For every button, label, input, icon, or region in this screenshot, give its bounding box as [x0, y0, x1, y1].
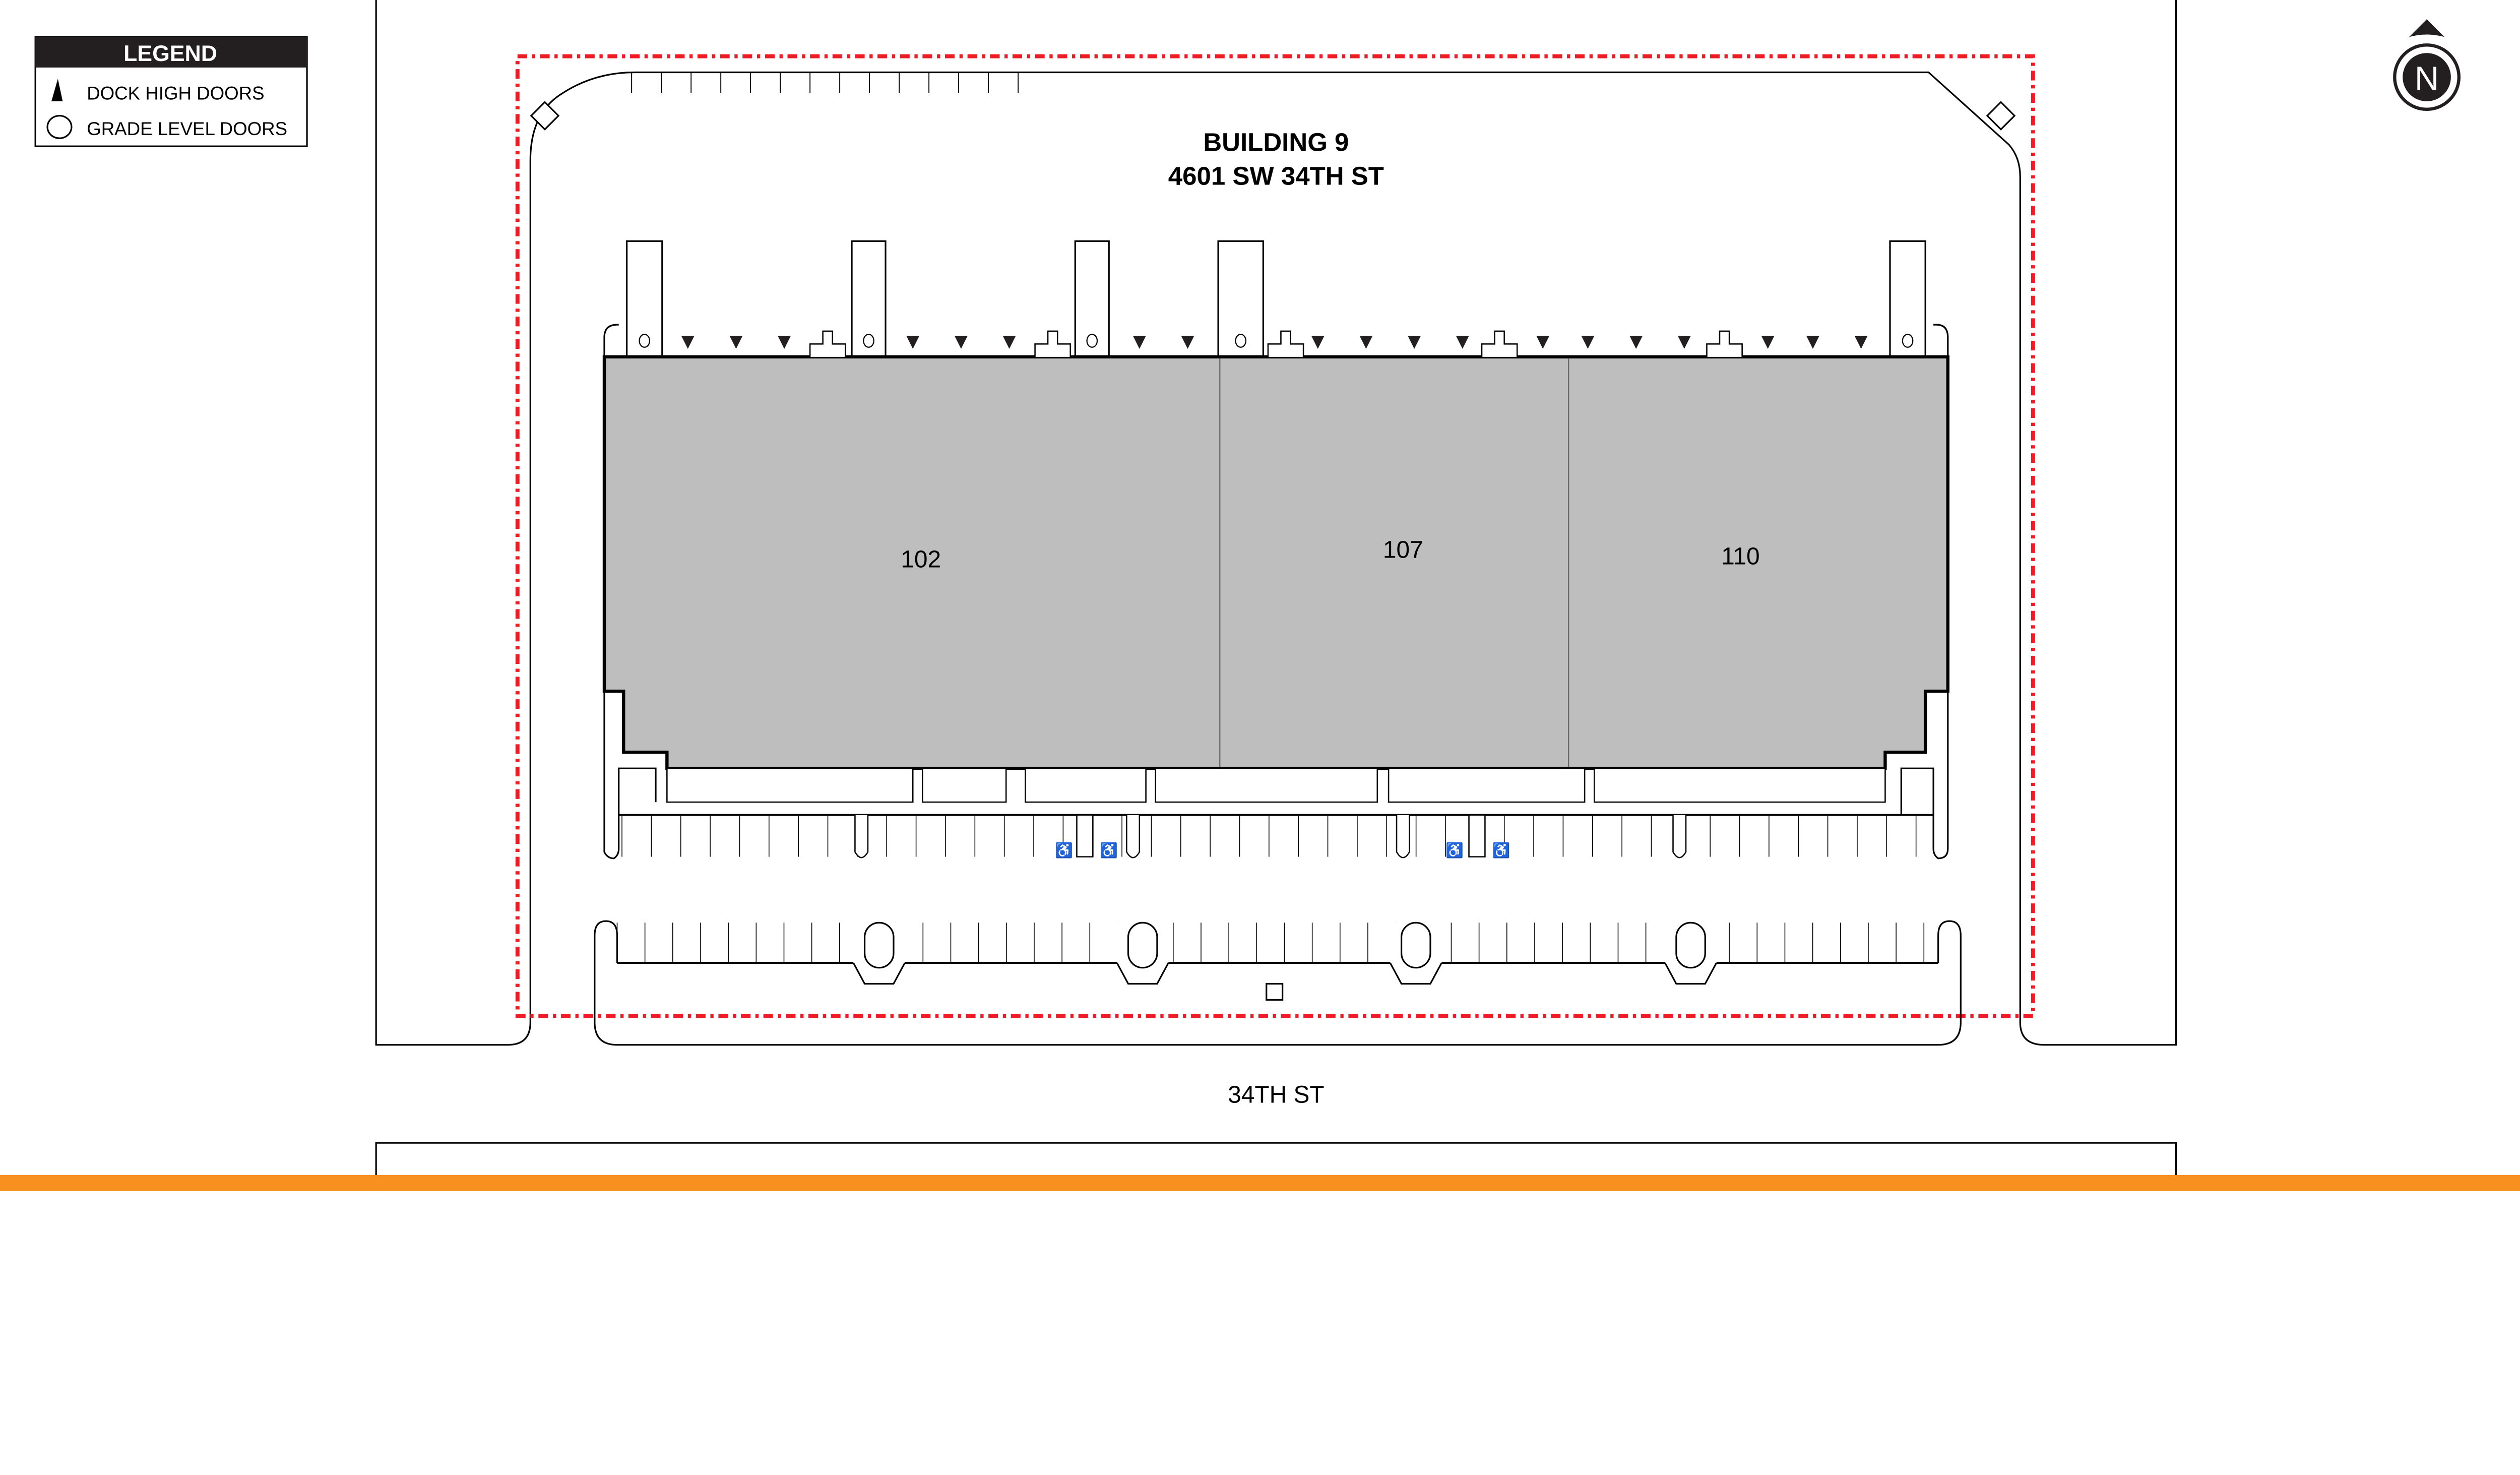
grade-level-door-icon: [639, 334, 651, 348]
parking-island: [1126, 815, 1141, 858]
building-name: BUILDING 9: [1203, 128, 1349, 157]
truck-pads: [626, 240, 1926, 358]
landscape-island-edge: [1664, 962, 1718, 985]
sidewalk: [922, 767, 1007, 803]
dock-high-door-icon: [1002, 336, 1016, 349]
dock-high-door-icon: [1761, 336, 1775, 349]
stair-icon: [1034, 330, 1072, 357]
sidewalk: [666, 767, 914, 803]
dock-high-door-icon: [1133, 336, 1146, 349]
stair-icon: [1706, 330, 1743, 357]
stair-icon: [809, 330, 846, 357]
dock-high-door-icon: [955, 336, 968, 349]
dock-high-door-icon: [778, 336, 791, 349]
sidewalks: [666, 767, 1886, 803]
dock-high-door-icon: [1456, 336, 1469, 349]
legend-label-grade-level: GRADE LEVEL DOORS: [87, 118, 287, 139]
grade-level-door-icon: [1235, 334, 1247, 348]
parking-island: [1672, 815, 1687, 858]
north-arrow[interactable]: N: [2393, 19, 2461, 111]
footer-bar: [0, 1175, 2520, 1191]
triangle-icon: [51, 79, 63, 101]
unit-107[interactable]: 107: [1383, 537, 1423, 564]
access-aisle: [1468, 814, 1486, 857]
grade-level-door-icon: [1902, 334, 1914, 348]
landscape-island-planter: [863, 921, 895, 969]
top-parking-marks: [631, 72, 1019, 93]
truck-pad: [851, 240, 887, 358]
north-arrow-icon: [2409, 19, 2445, 37]
curb-left: [603, 324, 619, 357]
site-plan: BUILDING 9 4601 SW 34TH ST 102 107 110 ♿…: [0, 0, 2520, 1191]
dock-high-door-icon: [1678, 336, 1691, 349]
north-label: N: [2415, 60, 2439, 98]
property-outline: [375, 0, 2177, 1046]
dock-high-door-icon: [1581, 336, 1595, 349]
dock-high-door-icon: [1536, 336, 1549, 349]
parking-island: [1396, 815, 1410, 858]
legend-label-dock-high: DOCK HIGH DOORS: [87, 83, 264, 104]
truck-pad: [626, 240, 663, 358]
sidewalk: [1155, 767, 1378, 803]
dock-high-door-icon: [1806, 336, 1819, 349]
curb-left-lower: [603, 691, 657, 859]
sign-marker: [530, 101, 560, 131]
adjacent-parcel: [375, 1142, 2177, 1191]
unit-110[interactable]: 110: [1721, 543, 1759, 570]
truck-pad: [1217, 240, 1264, 358]
sidewalk: [1388, 767, 1586, 803]
landscape-island-edge: [1116, 962, 1169, 985]
legend: LEGEND DOCK HIGH DOORS GRADE LEVEL DOORS: [34, 36, 308, 147]
site-boundary: [515, 54, 2035, 1018]
landscape-island-edge: [852, 962, 906, 985]
grade-level-door-icon: [1086, 334, 1098, 348]
landscape-island-planter: [1401, 921, 1431, 969]
circle-icon: [46, 114, 73, 139]
parking-island: [854, 815, 869, 858]
access-aisle: [1076, 814, 1094, 857]
curb-right: [1933, 324, 1949, 357]
accessible-parking-icon: ♿: [1100, 841, 1118, 858]
dock-high-door-icon: [906, 336, 919, 349]
landscape-island-edge: [1389, 962, 1442, 985]
dock-high-door-icon: [681, 336, 695, 349]
stair-icon: [1267, 330, 1304, 357]
landscape-island-planter: [1675, 921, 1706, 969]
legend-title: LEGEND: [123, 41, 217, 66]
truck-pad: [1074, 240, 1110, 358]
doors: [681, 330, 1868, 357]
dock-high-door-icon: [1629, 336, 1643, 349]
lower-lot-outline: [594, 920, 1962, 1046]
dock-high-door-icon: [729, 336, 743, 349]
building-address: 4601 SW 34TH ST: [1168, 162, 1384, 191]
dock-high-door-icon: [1181, 336, 1194, 349]
truck-pad: [1889, 240, 1926, 358]
light-pole: [1266, 982, 1284, 1001]
dock-high-door-icon: [1359, 336, 1373, 349]
accessible-parking-icon: ♿: [1055, 841, 1073, 858]
dock-high-door-icon: [1311, 336, 1325, 349]
dock-high-door-icon: [1854, 336, 1868, 349]
unit-102[interactable]: 102: [901, 546, 941, 573]
sign-marker: [1986, 101, 2016, 131]
accessible-parking-icon: ♿: [1445, 841, 1464, 858]
accessible-parking-icon: ♿: [1492, 841, 1510, 858]
sidewalk: [1025, 767, 1147, 803]
street-label: 34TH ST: [1228, 1081, 1324, 1108]
dock-high-door-icon: [1408, 336, 1421, 349]
landscape-island-planter: [1127, 921, 1158, 969]
grade-level-door-icon: [863, 334, 874, 348]
parking-lot: ♿ ♿ ♿ ♿: [616, 814, 1938, 985]
curb-right-lower: [1900, 691, 1949, 859]
sidewalk: [1593, 767, 1886, 803]
stair-icon: [1481, 330, 1518, 357]
